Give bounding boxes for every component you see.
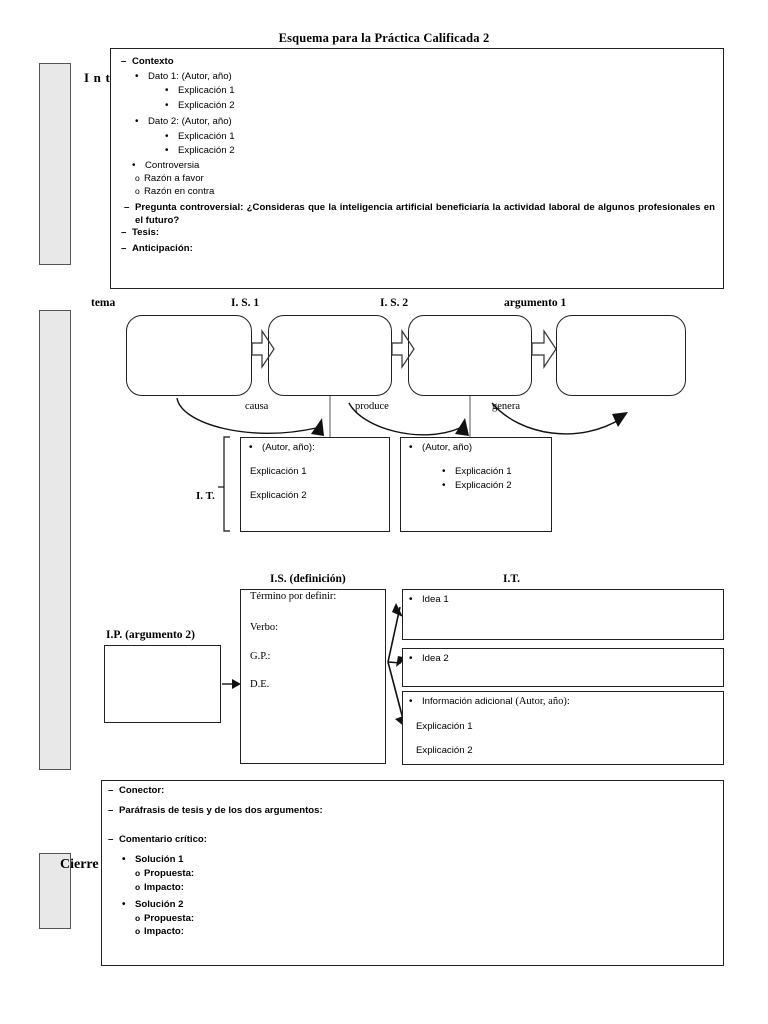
intro-item-dato1: Dato 1: (Autor, año) [135, 71, 232, 82]
sidebar-bar-argumento1 [39, 310, 71, 770]
intro-item-dato2: Dato 2: (Autor, año) [135, 116, 232, 127]
pregunta-label: Pregunta controversial: [135, 202, 244, 213]
cierre-item-solucion1-propuesta: Propuesta: [135, 868, 194, 879]
is-definicion-box [240, 589, 386, 764]
header-it-argumento2: I.T. [503, 573, 521, 585]
sidebar-bar-cierre [39, 853, 71, 929]
pregunta-text: ¿Consideras que la inteligencia artifici… [135, 202, 715, 227]
connector-label-genera: genera [492, 401, 520, 412]
chevron-connector-icon [531, 329, 557, 369]
flow-box-tema [126, 315, 252, 396]
cierre-item-label: Comentario crítico: [119, 834, 207, 845]
intro-item-dato2-exp1: Explicación 1 [165, 131, 234, 142]
cierre-item-solucion2: Solución 2 [122, 899, 183, 910]
idea2-bullet: Idea 2 [409, 653, 449, 664]
intro-item-contexto: –Contexto [121, 56, 174, 67]
idea1-bullet: Idea 1 [409, 594, 449, 605]
flow-stem-line [329, 396, 471, 437]
cierre-item-parafrasis: –Paráfrasis de tesis y de los dos argume… [108, 805, 323, 816]
arrow-ip-to-is-icon [222, 679, 241, 689]
header-argumento1: argumento 1 [504, 297, 567, 309]
is-field-termino: Término por definir: [250, 591, 337, 602]
flow-box-is2 [408, 315, 532, 396]
intro-item-razon-contra: Razón en contra [135, 186, 214, 197]
flow-box-is1 [268, 315, 392, 396]
is-field-verbo: Verbo: [250, 622, 278, 633]
informacion-adicional-line1: Explicación 1 [416, 721, 473, 732]
intro-item-tesis: –Tesis: [121, 227, 160, 238]
cierre-box [101, 780, 724, 966]
support-left-line2: Explicación 2 [250, 490, 307, 501]
idea1-box [402, 589, 724, 640]
idea2-box [402, 648, 724, 687]
informacion-adicional-line2: Explicación 2 [416, 745, 473, 756]
header-ip-argumento2: I.P. (argumento 2) [106, 629, 196, 641]
support-right-line1: Explicación 1 [442, 466, 511, 477]
intro-pregunta-controversial: –Pregunta controversial: ¿Consideras que… [124, 201, 715, 227]
cierre-item-solucion1-impacto: Impacto: [135, 882, 184, 893]
intro-item-anticipacion: –Anticipación: [121, 243, 193, 254]
intro-item-dato1-exp2: Explicación 2 [165, 100, 234, 111]
ip-argumento2-box [104, 645, 221, 723]
it-label-argumento1: I. T. [196, 490, 215, 502]
connector-label-produce: produce [355, 401, 389, 412]
informacion-adicional-label: Información adicional [422, 696, 513, 707]
intro-item-dato1-exp1: Explicación 1 [165, 85, 234, 96]
cierre-item-label: Conector: [119, 785, 165, 796]
cierre-item-solucion2-impacto: Impacto: [135, 926, 184, 937]
support-left-bullet: (Autor, año): [249, 442, 315, 453]
cierre-item-solucion1: Solución 1 [122, 854, 183, 865]
intro-item-dato2-exp2: Explicación 2 [165, 145, 234, 156]
cierre-item-comentario: –Comentario crítico: [108, 834, 207, 845]
cierre-item-label: Paráfrasis de tesis y de los dos argumen… [119, 805, 323, 816]
header-tema: tema [91, 297, 116, 309]
section-label-cierre: Cierre [60, 857, 99, 872]
intro-item-controversia: Controversia [132, 160, 199, 171]
it-bracket-icon [218, 436, 230, 532]
dash-marker: – [124, 202, 130, 213]
cierre-item-solucion2-propuesta: Propuesta: [135, 913, 194, 924]
page-title: Esquema para la Práctica Calificada 2 [278, 31, 490, 45]
header-is2: I. S. 2 [380, 297, 409, 309]
connector-label-causa: causa [245, 401, 269, 412]
support-right-bullet: (Autor, año) [409, 442, 472, 453]
is-field-gp: G.P.: [250, 651, 271, 662]
support-right-line2: Explicación 2 [442, 480, 511, 491]
flow-box-argumento1 [556, 315, 686, 396]
sidebar-bar-introduccion [39, 63, 71, 265]
support-left-line1: Explicación 1 [250, 466, 307, 477]
cierre-item-conector: –Conector: [108, 785, 165, 796]
informacion-adicional-source: (Autor, año): [515, 696, 570, 707]
anticipacion-label: Anticipación: [132, 243, 193, 254]
is-field-de: D.E. [250, 679, 270, 690]
header-is-definicion: I.S. (definición) [270, 573, 346, 585]
intro-item-razon-favor: Razón a favor [135, 173, 204, 184]
informacion-adicional-bullet: Información adicional (Autor, año): [409, 696, 570, 707]
tesis-label: Tesis: [132, 227, 160, 238]
header-is1: I. S. 1 [231, 297, 260, 309]
intro-item-label: Contexto [132, 56, 174, 67]
